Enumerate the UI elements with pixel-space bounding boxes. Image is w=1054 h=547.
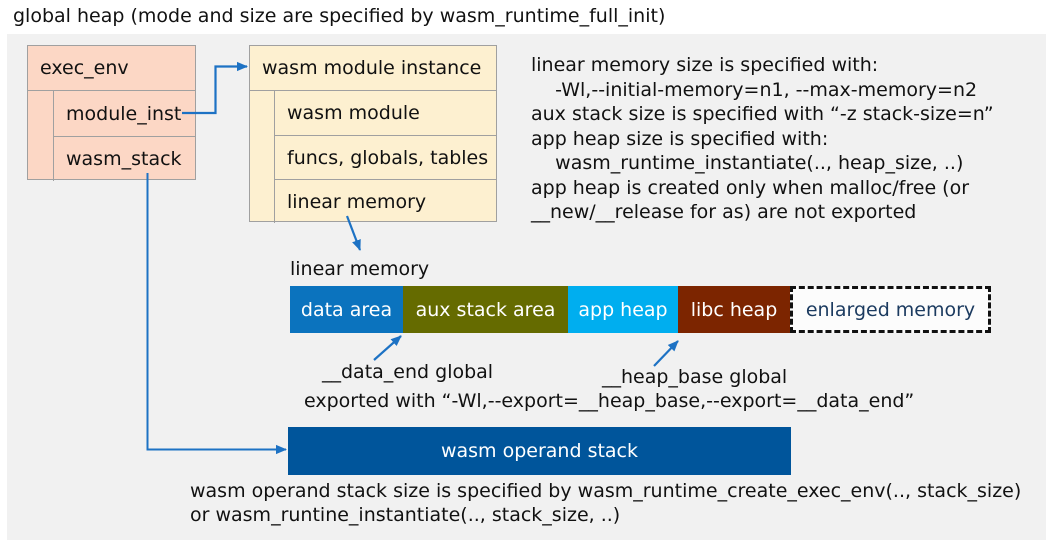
heap-base-global-label: __heap_base global <box>602 366 788 388</box>
exec-env-indent-strip <box>28 91 54 181</box>
data-end-global-label: __data_end global <box>322 361 494 383</box>
wasm-operand-stack-bar: wasm operand stack <box>288 427 791 475</box>
instance-field-linear-memory: linear memory <box>275 179 496 223</box>
instance-indent-strip <box>250 91 275 223</box>
segment-data-area: data area <box>290 286 403 333</box>
segment-app-heap: app heap <box>568 286 678 333</box>
instance-header: wasm module instance <box>262 57 482 79</box>
page-title: global heap (mode and size are specified… <box>13 5 666 27</box>
note-instantiate-call: wasm_runtime_instantiate(.., heap_size, … <box>531 152 964 174</box>
linear-memory-label: linear memory <box>290 258 430 280</box>
linear-memory-bar: data area aux stack area app heap libc h… <box>290 286 991 333</box>
note-operand-stack-size-2: or wasm_runtine_instantiate(.., stack_si… <box>190 504 621 526</box>
note-app-heap-size: app heap size is specified with: <box>531 127 829 150</box>
exported-with-label: exported with “-Wl,--export=__heap_base,… <box>304 390 915 412</box>
note-app-heap-created-1: app heap is created only when malloc/fre… <box>531 176 970 199</box>
exec-env-field-module-inst: module_inst <box>66 102 182 125</box>
instance-field-wasm-module: wasm module <box>287 102 420 124</box>
exec-env-header: exec_env <box>40 57 129 79</box>
segment-libc-heap: libc heap <box>678 286 790 333</box>
note-aux-stack-size: aux stack size is specified with “-z sta… <box>531 103 994 125</box>
segment-aux-stack-area: aux stack area <box>403 286 568 333</box>
notes-right: linear memory size is specified with: -W… <box>531 53 994 225</box>
segment-enlarged-memory: enlarged memory <box>790 286 991 333</box>
wasm-module-instance-box: wasm module instance wasm module funcs, … <box>249 45 497 223</box>
note-wl-flags: -Wl,--initial-memory=n1, --max-memory=n2 <box>531 78 978 101</box>
note-operand-stack-size-1: wasm operand stack size is specified by … <box>190 480 1022 502</box>
instance-field-funcs-globals-tables: funcs, globals, tables <box>275 135 496 179</box>
notes-bottom: wasm operand stack size is specified by … <box>190 479 1021 527</box>
exec-env-field-wasm-stack: wasm_stack <box>54 136 195 181</box>
note-app-heap-created-2: __new/__release for as) are not exported <box>531 201 917 223</box>
exec-env-box: exec_env module_inst wasm_stack <box>27 45 196 181</box>
note-linear-memory-size: linear memory size is specified with: <box>531 54 879 76</box>
